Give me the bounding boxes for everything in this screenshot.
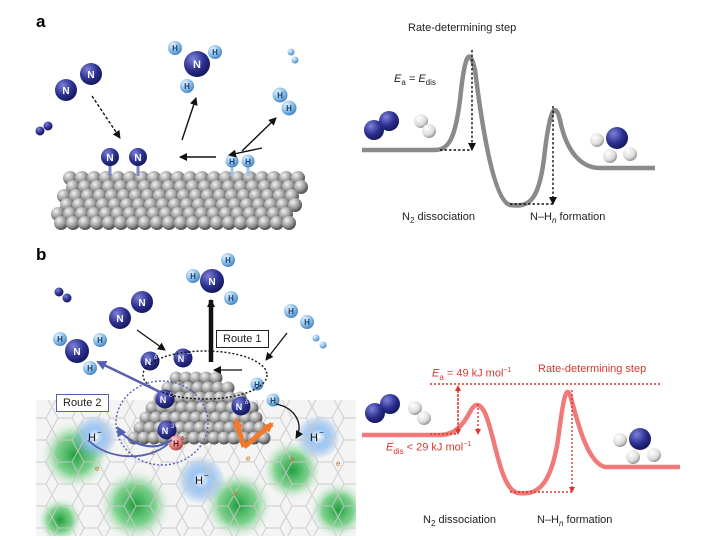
svg-text:H: H <box>190 272 196 281</box>
energy-profile-a <box>362 50 655 208</box>
svg-text:−: − <box>319 428 324 437</box>
svg-text:N: N <box>134 153 141 164</box>
svg-text:N: N <box>106 153 113 164</box>
reaction-arrows-a <box>91 95 277 161</box>
nh-formation-label-a: N–Hn formation <box>530 211 606 226</box>
svg-text:N: N <box>87 70 94 81</box>
rate-determining-step-label-a: Rate-determining step <box>408 22 517 34</box>
svg-text:e: e <box>233 489 238 498</box>
nh3-molecule-b-left: N H H H <box>53 332 107 375</box>
h2-molecule-b: H H <box>284 304 314 329</box>
ea-edis-label: Ea = Edis <box>394 73 436 88</box>
n2-molecule-b: N N <box>109 291 153 329</box>
svg-text:H: H <box>195 475 203 487</box>
adsorbed-h-atoms: H H <box>225 154 255 176</box>
n2-dissociation-label-b: N2 dissociation <box>423 514 496 529</box>
energy-curve-b <box>362 389 680 496</box>
h2-molecule: H H <box>272 87 297 116</box>
svg-text:H: H <box>254 381 260 390</box>
svg-text:−: − <box>187 351 191 358</box>
energy-profile-b <box>362 383 680 496</box>
h2-small-molecule <box>287 48 299 64</box>
svg-text:H: H <box>173 440 179 449</box>
svg-text:H: H <box>277 91 283 100</box>
svg-text:N: N <box>145 357 152 367</box>
h2-small-molecule-b <box>312 334 327 349</box>
panel-b: N δ− N − N δ− N 3− N δ− <box>36 253 680 536</box>
svg-text:δ−: δ− <box>154 355 161 361</box>
metal-surface-slab <box>51 171 308 230</box>
svg-text:δ−: δ− <box>181 436 187 442</box>
nitride-n-5: N δ− <box>231 396 252 416</box>
svg-text:N: N <box>178 354 185 364</box>
nh3-molecule: N H H H <box>168 41 222 93</box>
svg-text:H: H <box>87 364 93 373</box>
panel-a: N N H H N N N H <box>35 41 655 230</box>
nitride-n-4: N 3− <box>157 420 178 440</box>
svg-text:N: N <box>208 277 215 288</box>
surface-species: N δ− N − N δ− N 3− N δ− <box>88 348 341 498</box>
svg-text:δ−: δ− <box>245 400 252 406</box>
svg-text:H: H <box>245 158 251 167</box>
n2-small-molecule-b <box>54 287 72 303</box>
panel-letter-a: a <box>36 12 46 31</box>
svg-text:H: H <box>88 432 96 444</box>
route-1-label: Route 1 <box>216 330 269 348</box>
route-paths <box>87 299 304 466</box>
edis-value-label: Edis < 29 kJ mol−1 <box>386 441 472 456</box>
svg-text:H: H <box>304 318 310 327</box>
svg-text:H: H <box>310 432 318 444</box>
n2-small-molecule <box>35 121 53 136</box>
svg-text:H: H <box>228 294 234 303</box>
svg-text:e: e <box>290 455 295 464</box>
svg-text:H: H <box>229 158 235 167</box>
ea-value-label: Ea = 49 kJ mol−1 <box>432 367 512 382</box>
svg-text:δ−: δ− <box>169 393 176 399</box>
svg-text:N: N <box>162 426 169 436</box>
rate-determining-step-label-b: Rate-determining step <box>538 363 647 375</box>
svg-text:N: N <box>62 86 69 97</box>
svg-text:−: − <box>97 428 102 437</box>
nitride-n-1: N δ− <box>140 351 161 371</box>
svg-text:H: H <box>225 256 231 265</box>
svg-text:N: N <box>116 314 123 325</box>
svg-text:H: H <box>97 336 103 345</box>
n2-molecule: N N <box>55 63 102 101</box>
svg-text:N: N <box>236 402 243 412</box>
svg-text:N: N <box>73 347 80 358</box>
svg-text:H: H <box>286 104 292 113</box>
svg-text:−: − <box>204 471 209 480</box>
nh3-molecule-b-top: N H H H <box>186 253 238 305</box>
svg-text:H: H <box>270 397 276 406</box>
svg-text:e: e <box>95 464 100 473</box>
nitride-n-3: N δ− <box>155 389 176 409</box>
adsorbed-n-atoms: N N <box>101 148 147 176</box>
svg-text:H: H <box>288 307 294 316</box>
energy-curve-a <box>362 54 655 208</box>
svg-text:N: N <box>138 298 145 309</box>
route-2-label: Route 2 <box>56 394 109 412</box>
svg-text:H: H <box>57 335 63 344</box>
panel-letter-b: b <box>36 245 47 264</box>
n2-dissociation-label-a: N2 dissociation <box>402 211 475 226</box>
svg-text:H: H <box>212 48 218 57</box>
svg-text:N: N <box>160 395 167 405</box>
svg-text:3−: 3− <box>171 424 178 430</box>
svg-text:e: e <box>246 454 251 463</box>
nh-formation-label-b: N–Hn formation <box>537 514 613 529</box>
svg-text:N: N <box>193 59 201 71</box>
svg-text:H: H <box>184 82 190 91</box>
svg-text:e: e <box>336 459 341 468</box>
svg-text:H: H <box>172 44 178 53</box>
